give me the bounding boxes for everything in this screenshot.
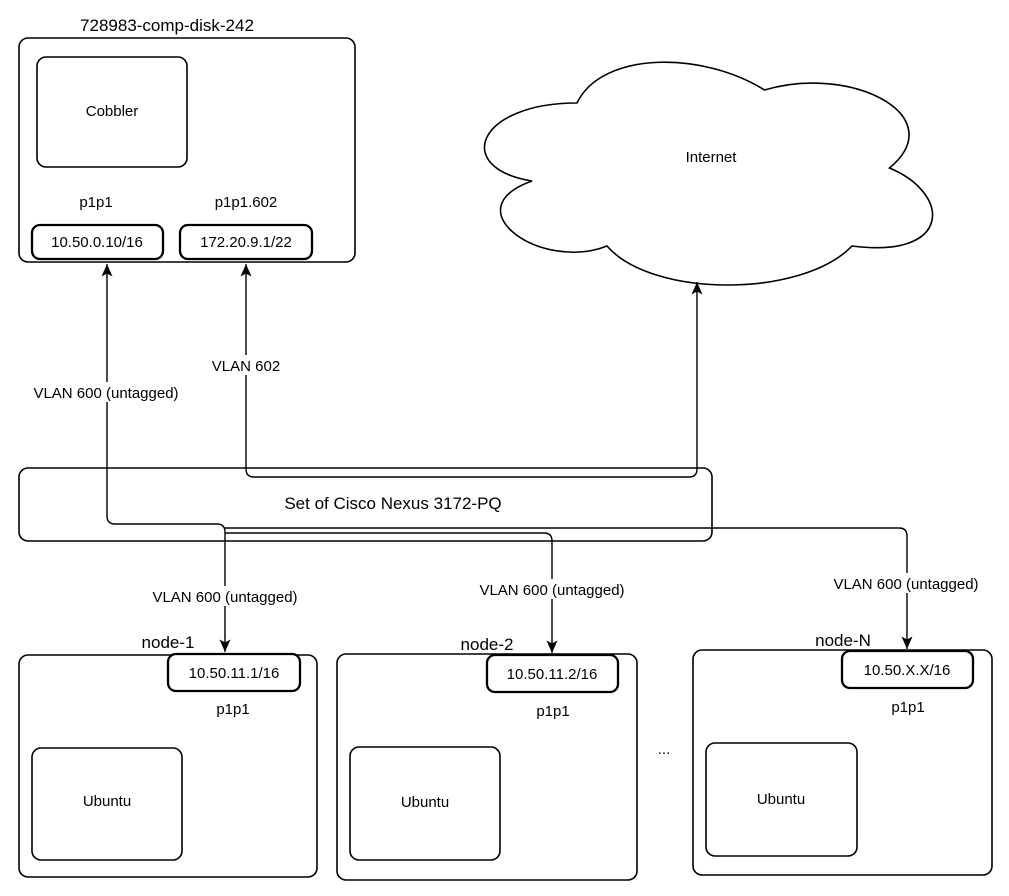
node1-iface-label: p1p1 xyxy=(216,701,249,718)
server-iface-1-label: p1p1 xyxy=(79,194,112,211)
more-nodes-ellipsis: ... xyxy=(658,741,671,758)
vlan600-nodeN-label: VLAN 600 (untagged) xyxy=(833,576,978,593)
switch-group: Set of Cisco Nexus 3172-PQ xyxy=(18,467,713,542)
vlan600-node2-label: VLAN 600 (untagged) xyxy=(479,582,624,599)
server-iface-2-label: p1p1.602 xyxy=(215,194,278,211)
label-bg xyxy=(204,355,288,375)
node1-group: node-1 10.50.11.1/16 p1p1 Ubuntu xyxy=(18,633,318,878)
vlan600-cobbler-label: VLAN 600 (untagged) xyxy=(33,385,178,402)
label-bg xyxy=(141,586,309,606)
nodeN-os-box xyxy=(705,742,858,857)
label-bg xyxy=(822,573,990,593)
node1-os-box xyxy=(31,747,183,861)
server-ip-2-box xyxy=(178,223,314,261)
internet-cloud xyxy=(483,61,934,286)
node2-os-label: Ubuntu xyxy=(401,794,449,811)
internet-group: Internet xyxy=(483,61,934,286)
nodeN-group: node-N 10.50.X.X/16 p1p1 Ubuntu xyxy=(692,631,993,876)
vlan602-label: VLAN 602 xyxy=(212,358,280,375)
nodeN-os-label: Ubuntu xyxy=(757,791,805,808)
label-bg xyxy=(468,579,636,599)
node1-title: node-1 xyxy=(142,633,195,652)
edge-switch-to-nodeN xyxy=(225,527,913,649)
server-ip-1-box xyxy=(30,223,165,261)
node2-group: node-2 10.50.11.2/16 p1p1 Ubuntu xyxy=(336,635,638,881)
vlan600-node1-label: VLAN 600 (untagged) xyxy=(152,589,297,606)
server-title: 728983-comp-disk-242 xyxy=(80,16,254,35)
cobbler-box xyxy=(36,56,188,168)
node1-os-label: Ubuntu xyxy=(83,793,131,810)
node2-title: node-2 xyxy=(461,635,514,654)
server-group: 728983-comp-disk-242 Cobbler p1p1 p1p1.6… xyxy=(18,16,356,263)
nodeN-title: node-N xyxy=(815,631,871,650)
server-ip-1: 10.50.0.10/16 xyxy=(51,234,143,251)
node2-ip-box xyxy=(485,653,620,694)
node1-ip: 10.50.11.1/16 xyxy=(189,665,280,682)
label-bg xyxy=(20,382,192,402)
edge-labels: VLAN 600 (untagged) VLAN 602 VLAN 600 (u… xyxy=(20,355,990,606)
edge-switch-to-node2 xyxy=(225,532,558,653)
node2-iface-label: p1p1 xyxy=(536,703,569,720)
switch-label: Set of Cisco Nexus 3172-PQ xyxy=(284,494,501,513)
nodeN-iface-label: p1p1 xyxy=(891,699,924,716)
node2-ip: 10.50.11.2/16 xyxy=(507,666,598,683)
edge-switch-to-cobbler-and-node1 xyxy=(101,264,231,652)
nodeN-ip-box xyxy=(840,649,975,690)
node1-ip-box xyxy=(166,652,302,693)
internet-label: Internet xyxy=(686,149,738,166)
server-ip-2: 172.20.9.1/22 xyxy=(200,234,292,251)
connectors xyxy=(101,264,913,653)
edge-vlan602-to-internet xyxy=(240,264,703,478)
cobbler-label: Cobbler xyxy=(86,103,139,120)
nodeN-ip: 10.50.X.X/16 xyxy=(864,662,951,679)
node2-os-box xyxy=(349,746,501,861)
